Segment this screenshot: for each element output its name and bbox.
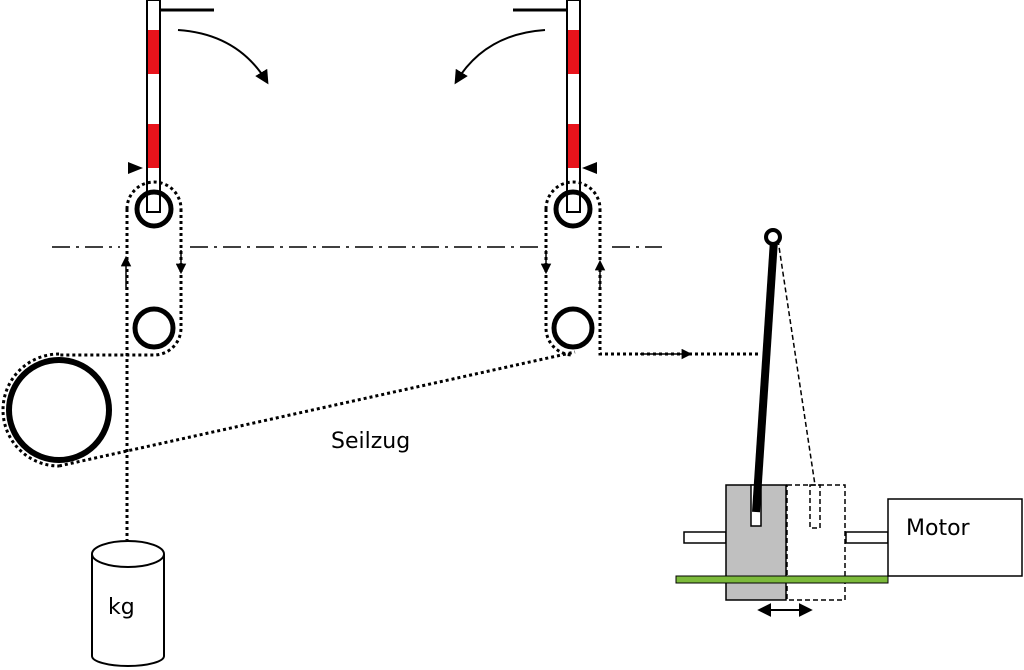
- right-arm-red-stripe-2: [568, 124, 579, 168]
- right-rotation-arrow-icon: [454, 29, 546, 85]
- motor-shaft: [845, 531, 889, 544]
- left-lower-pulley: [132, 306, 176, 350]
- motor-box: [887, 498, 1023, 577]
- right-upper-pulley: [553, 189, 593, 229]
- weight-cylinder: [91, 540, 165, 667]
- left-arm-red-stripe-1: [148, 30, 159, 74]
- right-arm-red-stripe-1: [568, 30, 579, 74]
- left-pointer-icon: [128, 162, 143, 174]
- diagonal-cable: [58, 350, 576, 468]
- motor-label: Motor: [906, 516, 971, 541]
- cable-label: Seilzug: [331, 429, 410, 454]
- cable-drum: [6, 357, 112, 463]
- left-rotation-arrow-icon: [177, 29, 269, 85]
- lever-arm: [752, 239, 778, 513]
- right-pointer-icon: [582, 162, 597, 174]
- right-barrier-arm: [513, 0, 597, 213]
- slider-end-position: [786, 484, 846, 601]
- guide-rail: [675, 575, 889, 584]
- lever-pivot: [764, 228, 782, 246]
- left-barrier-arm: [128, 0, 214, 213]
- left-shaft: [683, 531, 727, 544]
- drum-cable-wrap: [1, 352, 60, 468]
- left-upper-pulley: [134, 189, 174, 229]
- right-cable-loop: [544, 180, 760, 357]
- lever-ghost: [777, 239, 816, 486]
- weight-label: kg: [108, 595, 135, 620]
- right-lower-pulley: [551, 306, 595, 350]
- left-arm-red-stripe-2: [148, 124, 159, 168]
- lever-slot-ghost: [809, 484, 821, 529]
